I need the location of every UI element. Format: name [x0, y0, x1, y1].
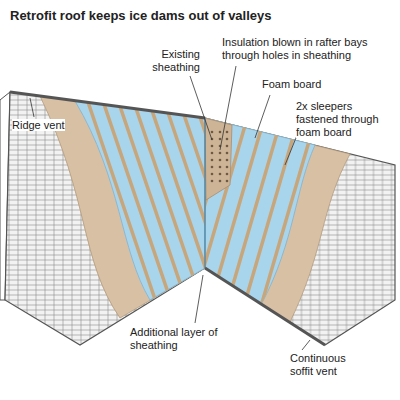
hole	[219, 173, 222, 176]
diagram-title: Retrofit roof keeps ice dams out of vall…	[10, 8, 272, 23]
sleepers	[154, 114, 326, 348]
sleeper	[250, 138, 310, 344]
hole	[219, 166, 222, 169]
part-label: Insulation blown in rafter bays through …	[222, 36, 394, 62]
hole	[219, 180, 222, 183]
sleeper	[134, 103, 204, 309]
part-label: Ridge vent	[12, 119, 92, 132]
additional-sheathing	[205, 118, 350, 322]
hole	[211, 180, 214, 183]
sleeper	[218, 130, 278, 336]
hole	[211, 131, 214, 134]
hole	[226, 145, 229, 148]
part-label: Continuous soffit vent	[290, 352, 368, 378]
valley-line	[204, 118, 205, 268]
label-text: Insulation blown in rafter bays through …	[222, 36, 368, 61]
hole	[211, 173, 214, 176]
hole	[219, 159, 222, 162]
hole	[226, 131, 229, 134]
hole	[211, 152, 214, 155]
sleeper	[154, 114, 214, 320]
label-text: Additional layer of sheathing	[130, 326, 217, 351]
hole	[211, 166, 214, 169]
hole	[211, 159, 214, 162]
shingles	[205, 118, 395, 345]
leader-lines	[30, 66, 310, 350]
hole	[211, 145, 214, 148]
sleeper	[70, 94, 140, 300]
part-label: Additional layer of sheathing	[130, 326, 225, 352]
label-text: Ridge vent	[12, 119, 65, 131]
label-text: Continuous soffit vent	[290, 352, 346, 377]
part-label: Existing sheathing	[138, 48, 200, 74]
sheathing-holes	[211, 131, 229, 183]
hole	[219, 131, 222, 134]
ridge-vent	[10, 92, 205, 118]
hole	[226, 180, 229, 183]
sleeper	[266, 142, 326, 348]
hole	[226, 138, 229, 141]
hole	[219, 138, 222, 141]
part-label: Foam board	[262, 78, 342, 91]
part-label: 2x sleepers fastened through foam board	[296, 100, 396, 139]
label-text: 2x sleepers fastened through foam board	[296, 100, 379, 138]
hole	[226, 173, 229, 176]
hole	[226, 152, 229, 155]
hole	[219, 152, 222, 155]
foam-board	[75, 101, 205, 300]
sleeper	[86, 96, 156, 302]
label-text: Existing sheathing	[152, 48, 200, 73]
sleeper	[118, 100, 188, 306]
hole	[226, 166, 229, 169]
hole	[226, 159, 229, 162]
soffit-vent	[205, 268, 325, 345]
label-text: Foam board	[262, 78, 321, 90]
sleeper	[102, 98, 172, 304]
